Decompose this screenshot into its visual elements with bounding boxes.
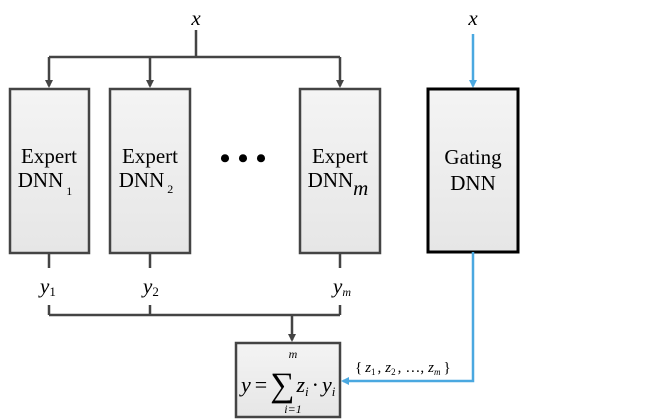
gate-weights-label: {z1,z2,…,zm}	[355, 360, 451, 377]
output-y2: y2	[141, 274, 159, 299]
sum-lower-limit: i=1	[284, 402, 301, 416]
combiner-box: y=∑zi·yi m i=1	[234, 341, 342, 419]
output-y1: y1	[38, 274, 56, 299]
gating-line1: Gating	[444, 145, 502, 169]
gating-dnn: Gating DNN	[426, 87, 520, 254]
output-bus	[47, 305, 342, 317]
expert-2-title: Expert	[122, 144, 178, 168]
combiner-formula: y=∑zi·yi	[239, 367, 336, 404]
input-label: x	[190, 6, 201, 30]
input-bus	[49, 30, 340, 59]
expert-output-stubs	[47, 253, 342, 268]
expert-m-title: Expert	[312, 144, 368, 168]
gating-input-label: x	[467, 6, 478, 30]
expert-dnn-m: Expert DNNm	[298, 87, 382, 255]
arrow-gate-weights	[341, 252, 475, 385]
gating-line2: DNN	[450, 171, 496, 195]
expert-m-name: DNNm	[308, 168, 369, 200]
sum-upper-limit: m	[289, 347, 298, 361]
expert-1-title: Expert	[21, 144, 77, 168]
output-ym: ym	[331, 274, 351, 299]
ellipsis: • • •	[220, 142, 267, 175]
